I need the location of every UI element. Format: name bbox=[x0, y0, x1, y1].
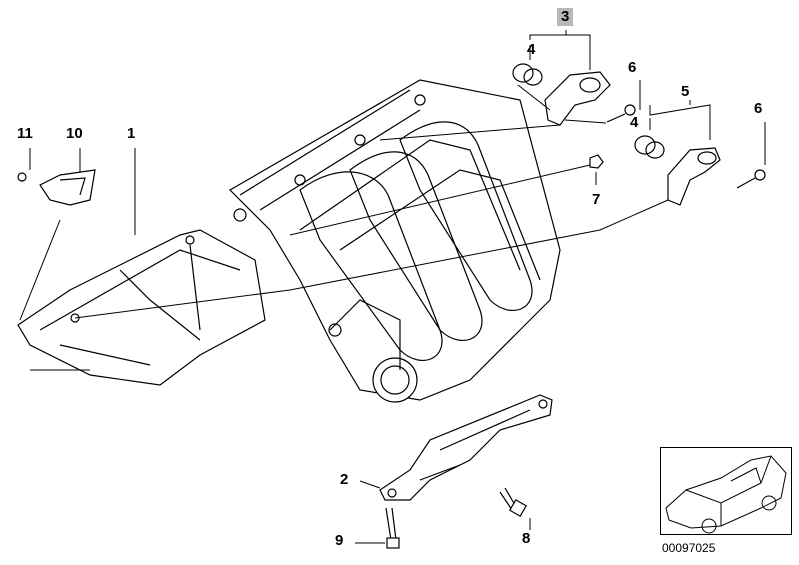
nut-7[interactable] bbox=[589, 154, 604, 169]
bracket-5[interactable] bbox=[667, 147, 721, 206]
sleeve-4a[interactable] bbox=[512, 63, 543, 86]
screw-6a[interactable] bbox=[606, 104, 636, 123]
leader-lines bbox=[19, 30, 766, 544]
callout-3[interactable]: 3 bbox=[557, 8, 574, 26]
car-icon bbox=[665, 455, 787, 534]
callout-6-lower[interactable]: 6 bbox=[754, 100, 763, 117]
bracket-10[interactable] bbox=[39, 169, 96, 206]
callout-8[interactable]: 8 bbox=[522, 530, 531, 547]
bracket-2[interactable] bbox=[379, 394, 553, 501]
callout-7[interactable]: 7 bbox=[592, 191, 601, 208]
callout-4-upper[interactable]: 4 bbox=[527, 41, 536, 58]
sleeve-4b[interactable] bbox=[634, 135, 665, 159]
intake-manifold[interactable] bbox=[229, 79, 561, 403]
callout-10[interactable]: 10 bbox=[66, 125, 83, 142]
vehicle-thumbnail bbox=[660, 447, 792, 535]
bolt-9[interactable] bbox=[385, 507, 400, 549]
callout-1[interactable]: 1 bbox=[127, 125, 136, 142]
bracket-3[interactable] bbox=[544, 71, 611, 126]
callout-4-lower[interactable]: 4 bbox=[630, 114, 639, 131]
callout-6-upper[interactable]: 6 bbox=[628, 59, 637, 76]
heat-shield[interactable] bbox=[17, 229, 266, 386]
bolt-8[interactable] bbox=[499, 487, 528, 518]
callout-11[interactable]: 11 bbox=[17, 125, 33, 142]
screw-6b[interactable] bbox=[736, 169, 766, 189]
screw-11[interactable] bbox=[17, 172, 27, 182]
callout-5[interactable]: 5 bbox=[681, 83, 690, 100]
callout-2[interactable]: 2 bbox=[340, 471, 349, 488]
catalog-number: 00097025 bbox=[662, 541, 716, 555]
callout-9[interactable]: 9 bbox=[335, 532, 344, 549]
